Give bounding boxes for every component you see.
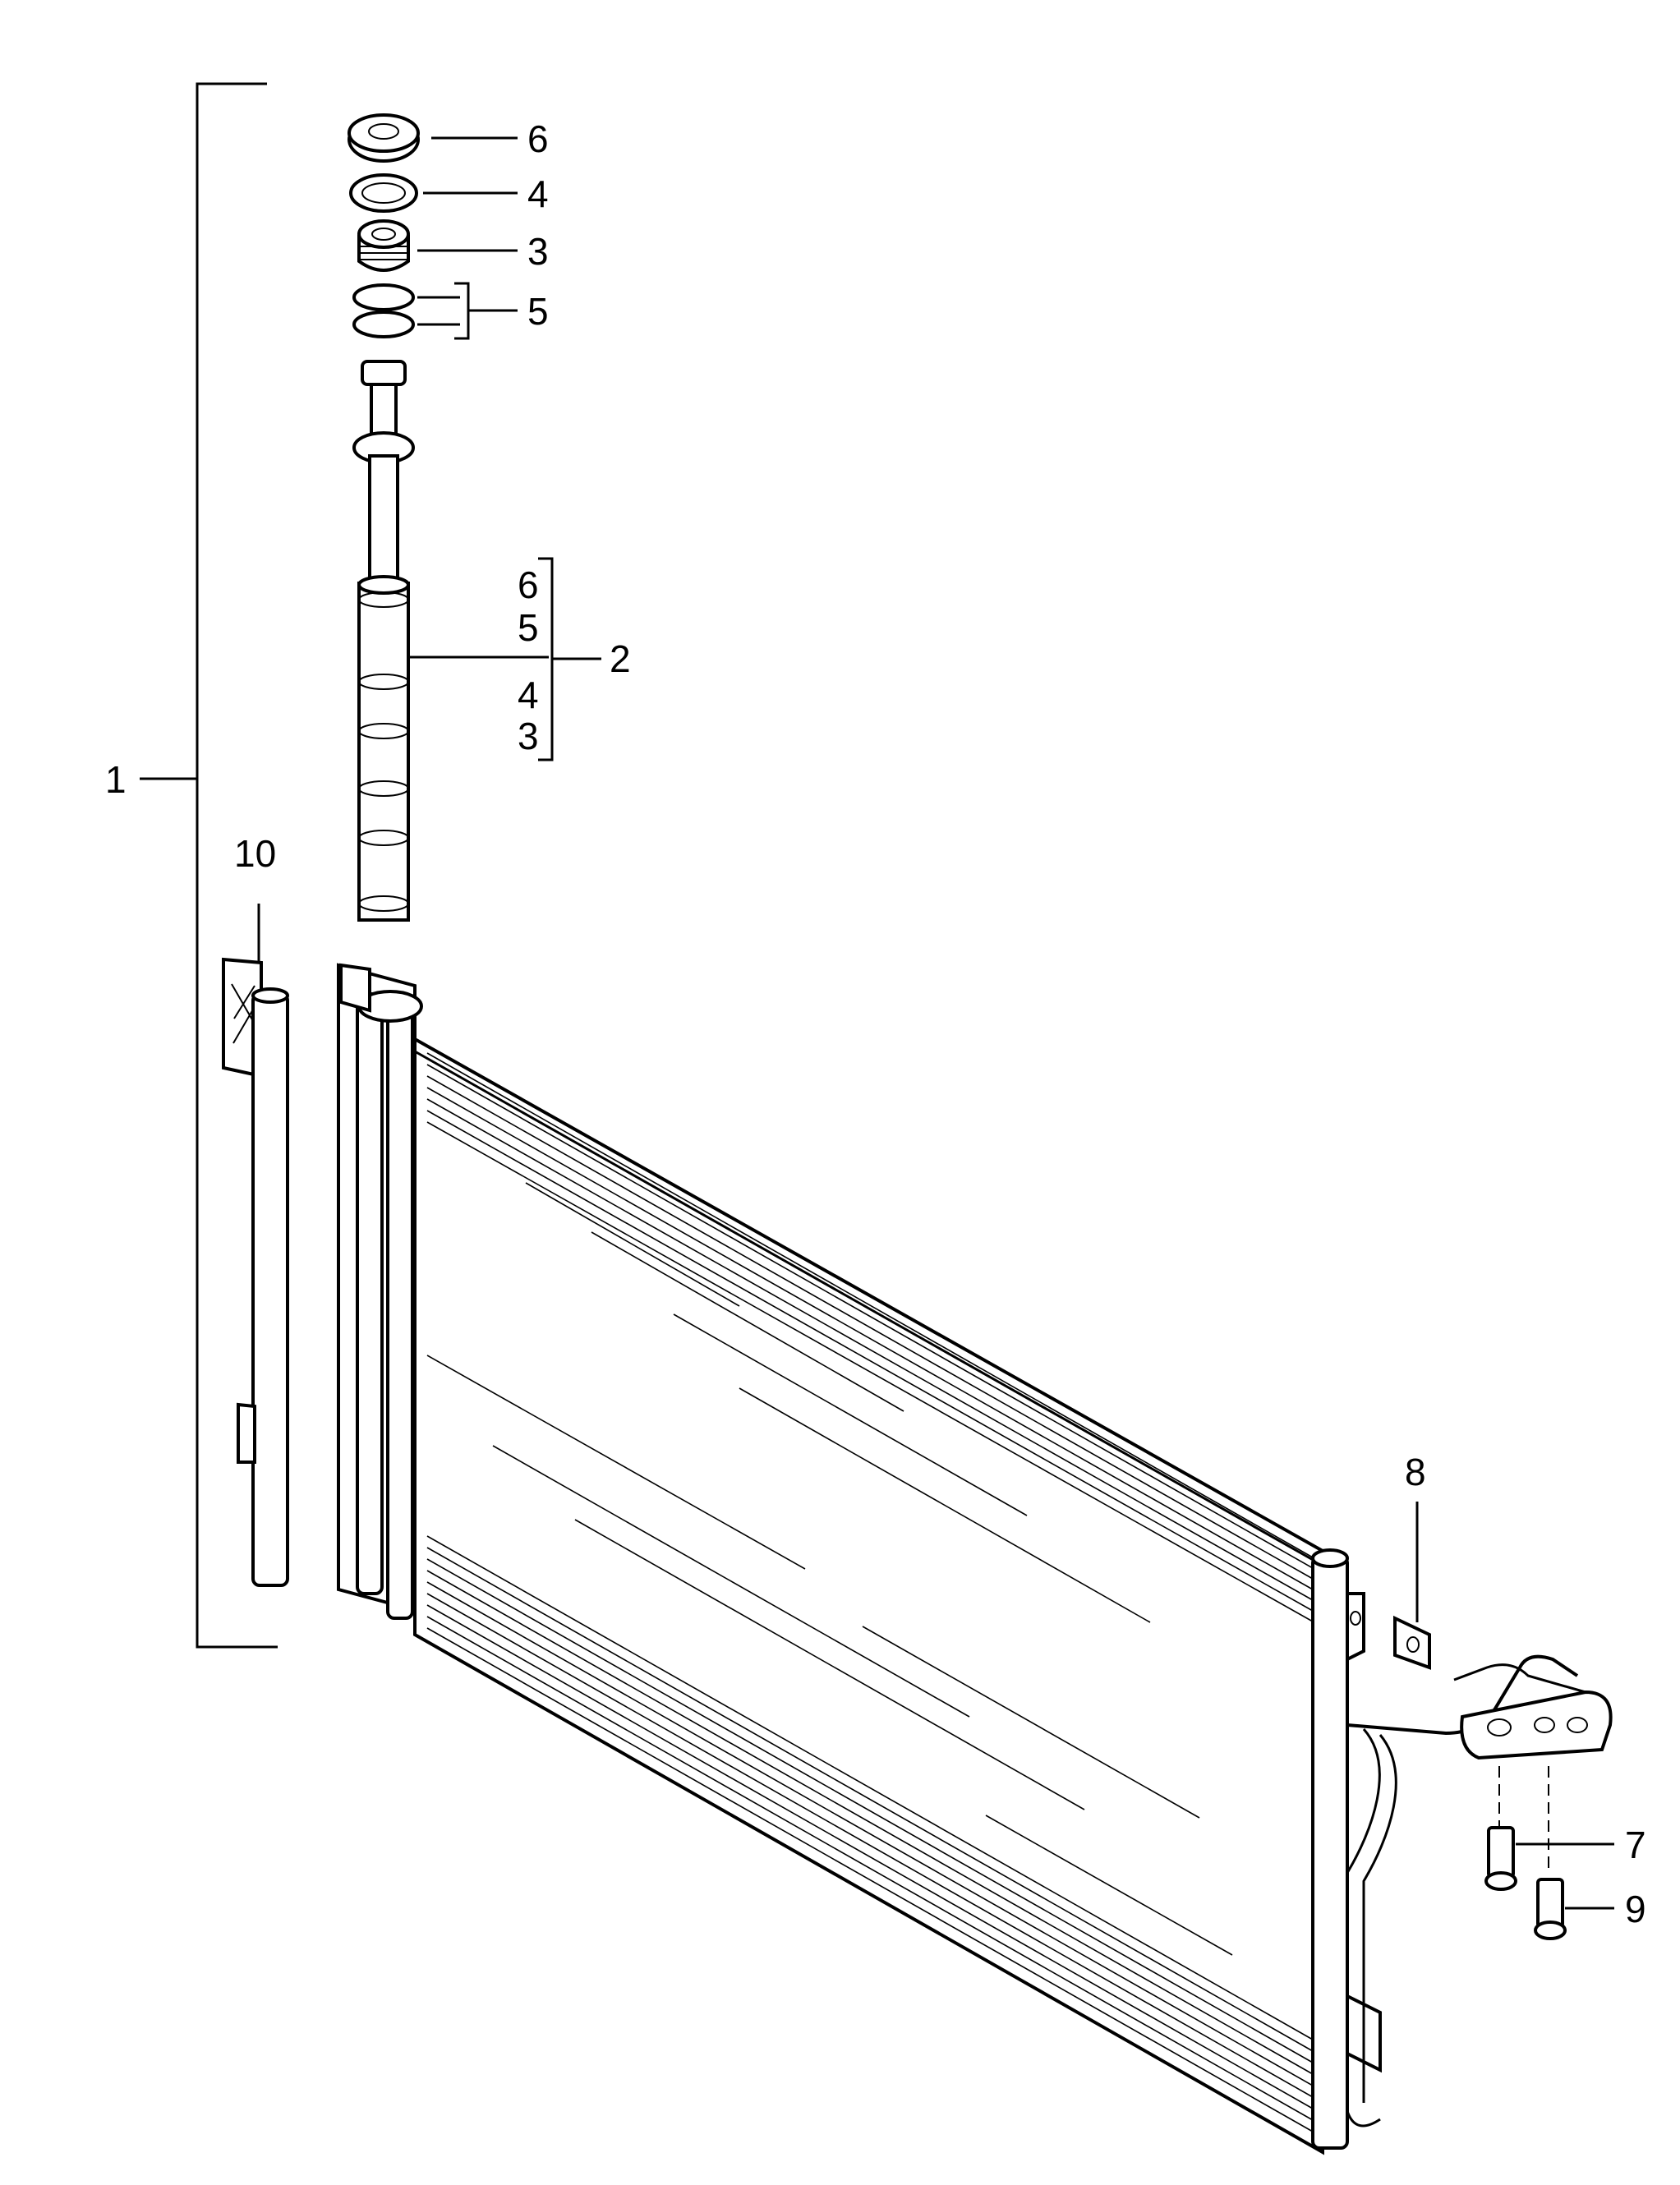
plug-part-3: [357, 219, 518, 272]
callout-10: 10: [234, 832, 276, 875]
o-rings-part-5: [352, 282, 518, 340]
bolt-part-7: [1484, 1766, 1614, 1891]
callout-1: 1: [105, 758, 127, 801]
assembly-bracket: [140, 82, 278, 1649]
callout-3: 3: [527, 230, 549, 273]
kit-list-item-5: 5: [518, 606, 539, 649]
seal-strip-part-10: [222, 904, 289, 1587]
kit-list-item-4: 4: [518, 674, 539, 716]
callout-7: 7: [1625, 1824, 1646, 1866]
kit-list-item-6: 6: [518, 564, 539, 606]
bolt-part-9: [1534, 1766, 1614, 1940]
callout-6: 6: [527, 117, 549, 160]
clip-part-8: [1393, 1502, 1431, 1670]
callout-8: 8: [1405, 1451, 1426, 1493]
condenser-core: [337, 963, 1613, 2155]
callout-4: 4: [527, 172, 549, 215]
kit-list-item-3: 3: [518, 715, 539, 757]
callout-5: 5: [527, 290, 549, 333]
callout-2: 2: [610, 637, 631, 680]
callout-9: 9: [1625, 1888, 1646, 1930]
cap-part-6: [348, 113, 518, 163]
seal-ring-part-4: [349, 173, 518, 213]
receiver-drier-part-2: [352, 360, 601, 922]
